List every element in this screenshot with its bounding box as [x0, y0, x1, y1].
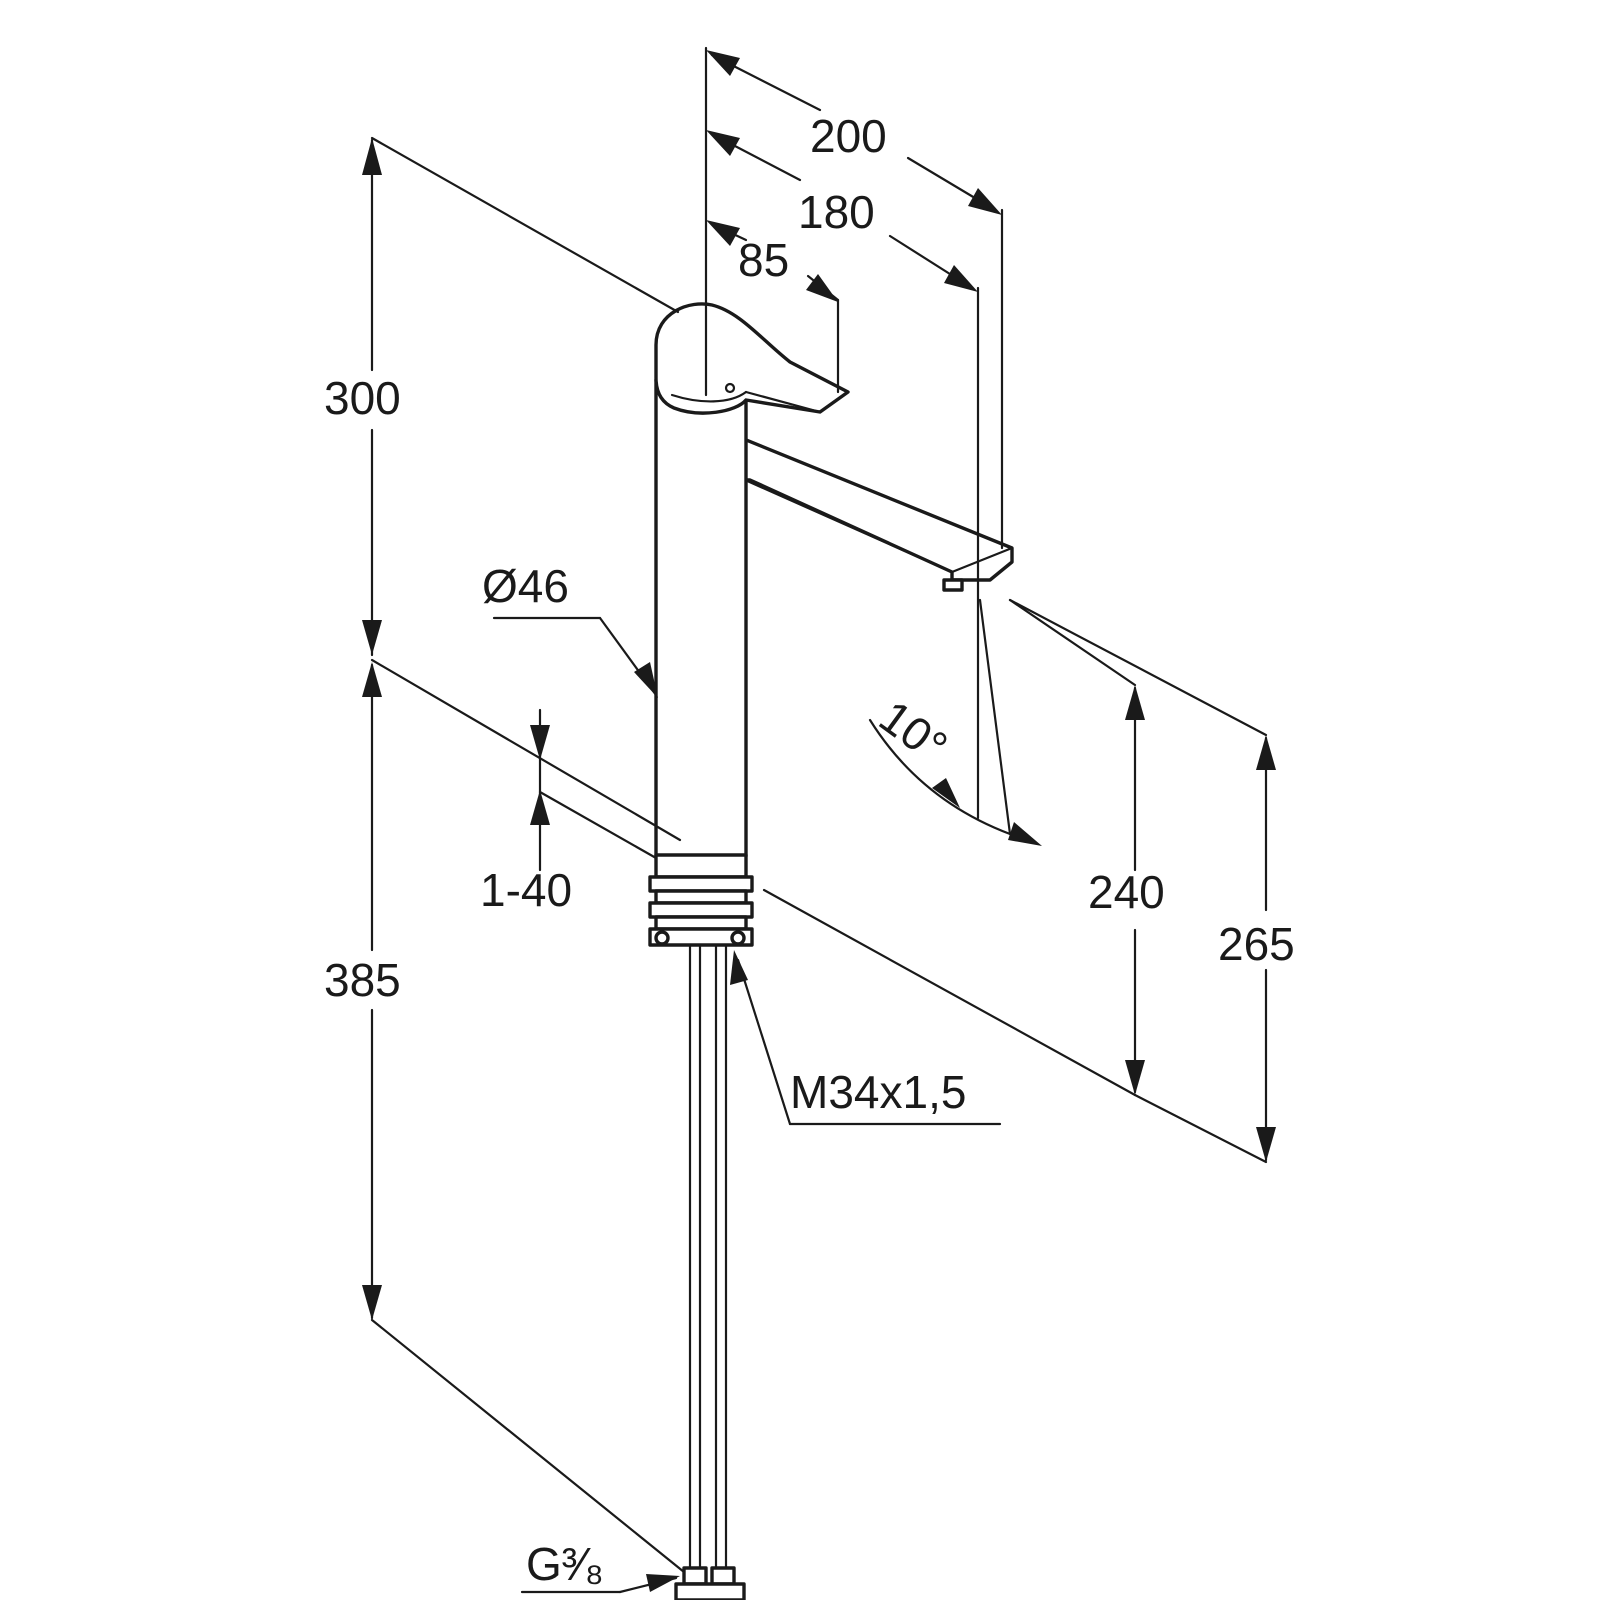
dim-200-label: 200	[810, 110, 887, 162]
dim-dia46-label: Ø46	[482, 560, 569, 612]
dim-385-label: 385	[324, 954, 401, 1006]
dim-1-40-label: 1-40	[480, 864, 572, 916]
hose-connectors	[674, 1566, 746, 1600]
column	[654, 378, 748, 858]
supply-hoses	[688, 943, 728, 1570]
dimension-lines	[362, 50, 1276, 1594]
dimension-labels: 200 180 85 300 385 Ø46 1-40 10° 240 265 …	[324, 110, 1295, 1590]
base-nut	[648, 853, 754, 947]
extension-lines	[370, 46, 1268, 1574]
lever-handle	[654, 302, 850, 415]
dim-g38-label: G³⁄₈	[526, 1538, 604, 1590]
dim-85-label: 85	[738, 234, 789, 286]
aerator	[942, 578, 964, 592]
faucet-body	[648, 302, 1014, 1600]
dim-10deg-label: 10°	[870, 690, 957, 773]
dim-180-label: 180	[798, 186, 875, 238]
dim-265-label: 265	[1218, 918, 1295, 970]
dim-m34-label: M34x1,5	[790, 1066, 966, 1118]
dim-300-label: 300	[324, 372, 401, 424]
dim-240-label: 240	[1088, 866, 1165, 918]
